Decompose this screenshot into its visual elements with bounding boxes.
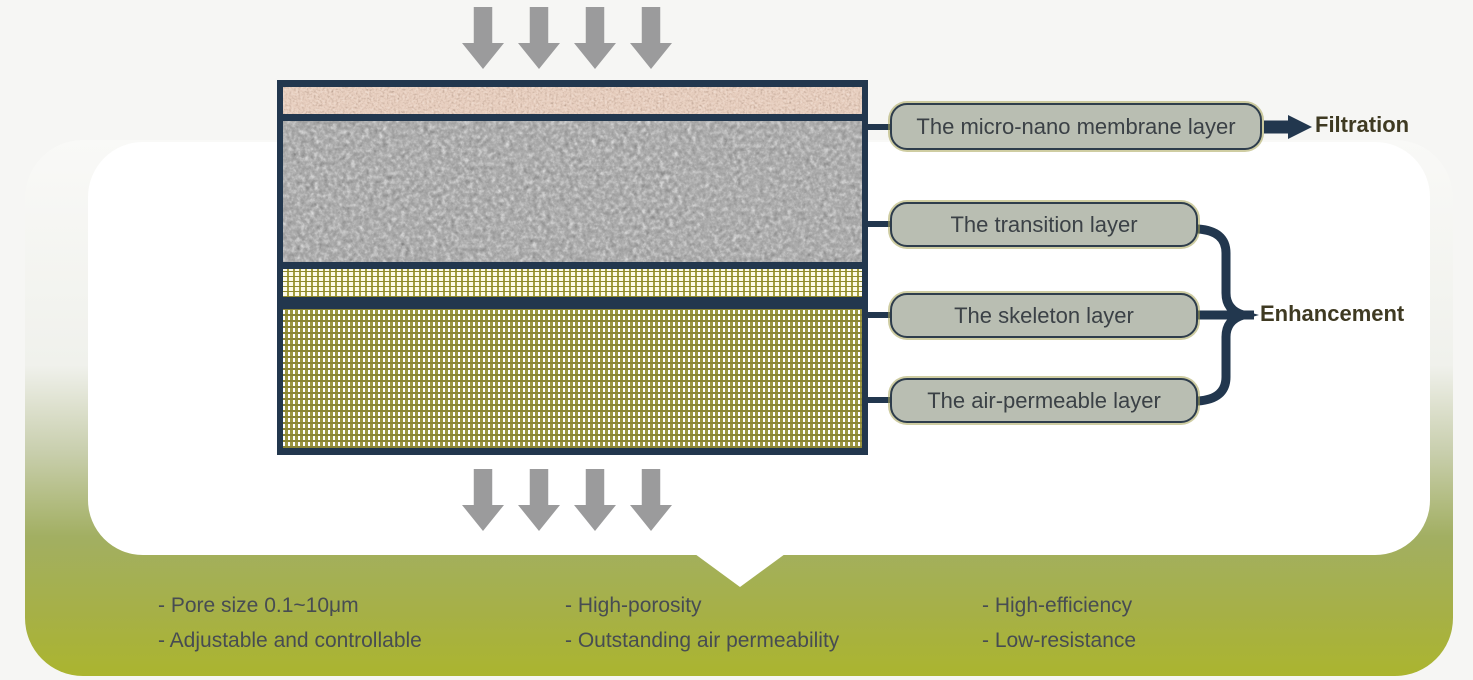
feature-item: - Low-resistance xyxy=(982,629,1137,652)
feature-item: - Pore size 0.1~10μm xyxy=(158,594,359,617)
transition-layer-texture xyxy=(283,121,862,262)
air-permeable-layer-texture xyxy=(283,309,862,448)
down-arrow-icon xyxy=(574,7,616,69)
layer-label-pill-air-permeable: The air-permeable layer xyxy=(890,378,1198,423)
feature-column-1: - Pore size 0.1~10μm - Adjustable and co… xyxy=(158,588,422,658)
feature-column-3: - High-efficiency - Low-resistance xyxy=(982,588,1136,658)
down-arrow-icon xyxy=(630,7,672,69)
layer-label: The transition layer xyxy=(950,211,1138,237)
skeleton-layer-texture xyxy=(283,269,862,297)
feature-item: - High-efficiency xyxy=(982,594,1133,617)
layer-label-pill-skeleton: The skeleton layer xyxy=(890,293,1198,338)
card-notch-pointer xyxy=(695,554,785,587)
feature-column-2: - High-porosity - Outstanding air permea… xyxy=(565,588,839,658)
enhancement-label: Enhancement xyxy=(1260,301,1405,326)
layer-label: The micro-nano membrane layer xyxy=(916,113,1236,139)
layer-label: The skeleton layer xyxy=(954,302,1134,328)
feature-item: - High-porosity xyxy=(565,594,702,617)
layer-label-pill-membrane: The micro-nano membrane layer xyxy=(890,103,1262,150)
feature-item: - Outstanding air permeability xyxy=(565,629,840,652)
filtration-label: Filtration xyxy=(1315,112,1410,137)
layer-label-pill-transition: The transition layer xyxy=(890,202,1198,247)
down-arrow-icon xyxy=(518,7,560,69)
right-arrow-icon xyxy=(1264,115,1312,139)
membrane-stack-figure xyxy=(277,80,868,455)
micro-nano-membrane-texture xyxy=(283,87,862,114)
feature-item: - Adjustable and controllable xyxy=(158,629,422,652)
layer-label: The air-permeable layer xyxy=(927,387,1161,413)
down-arrow-icon xyxy=(462,7,504,69)
